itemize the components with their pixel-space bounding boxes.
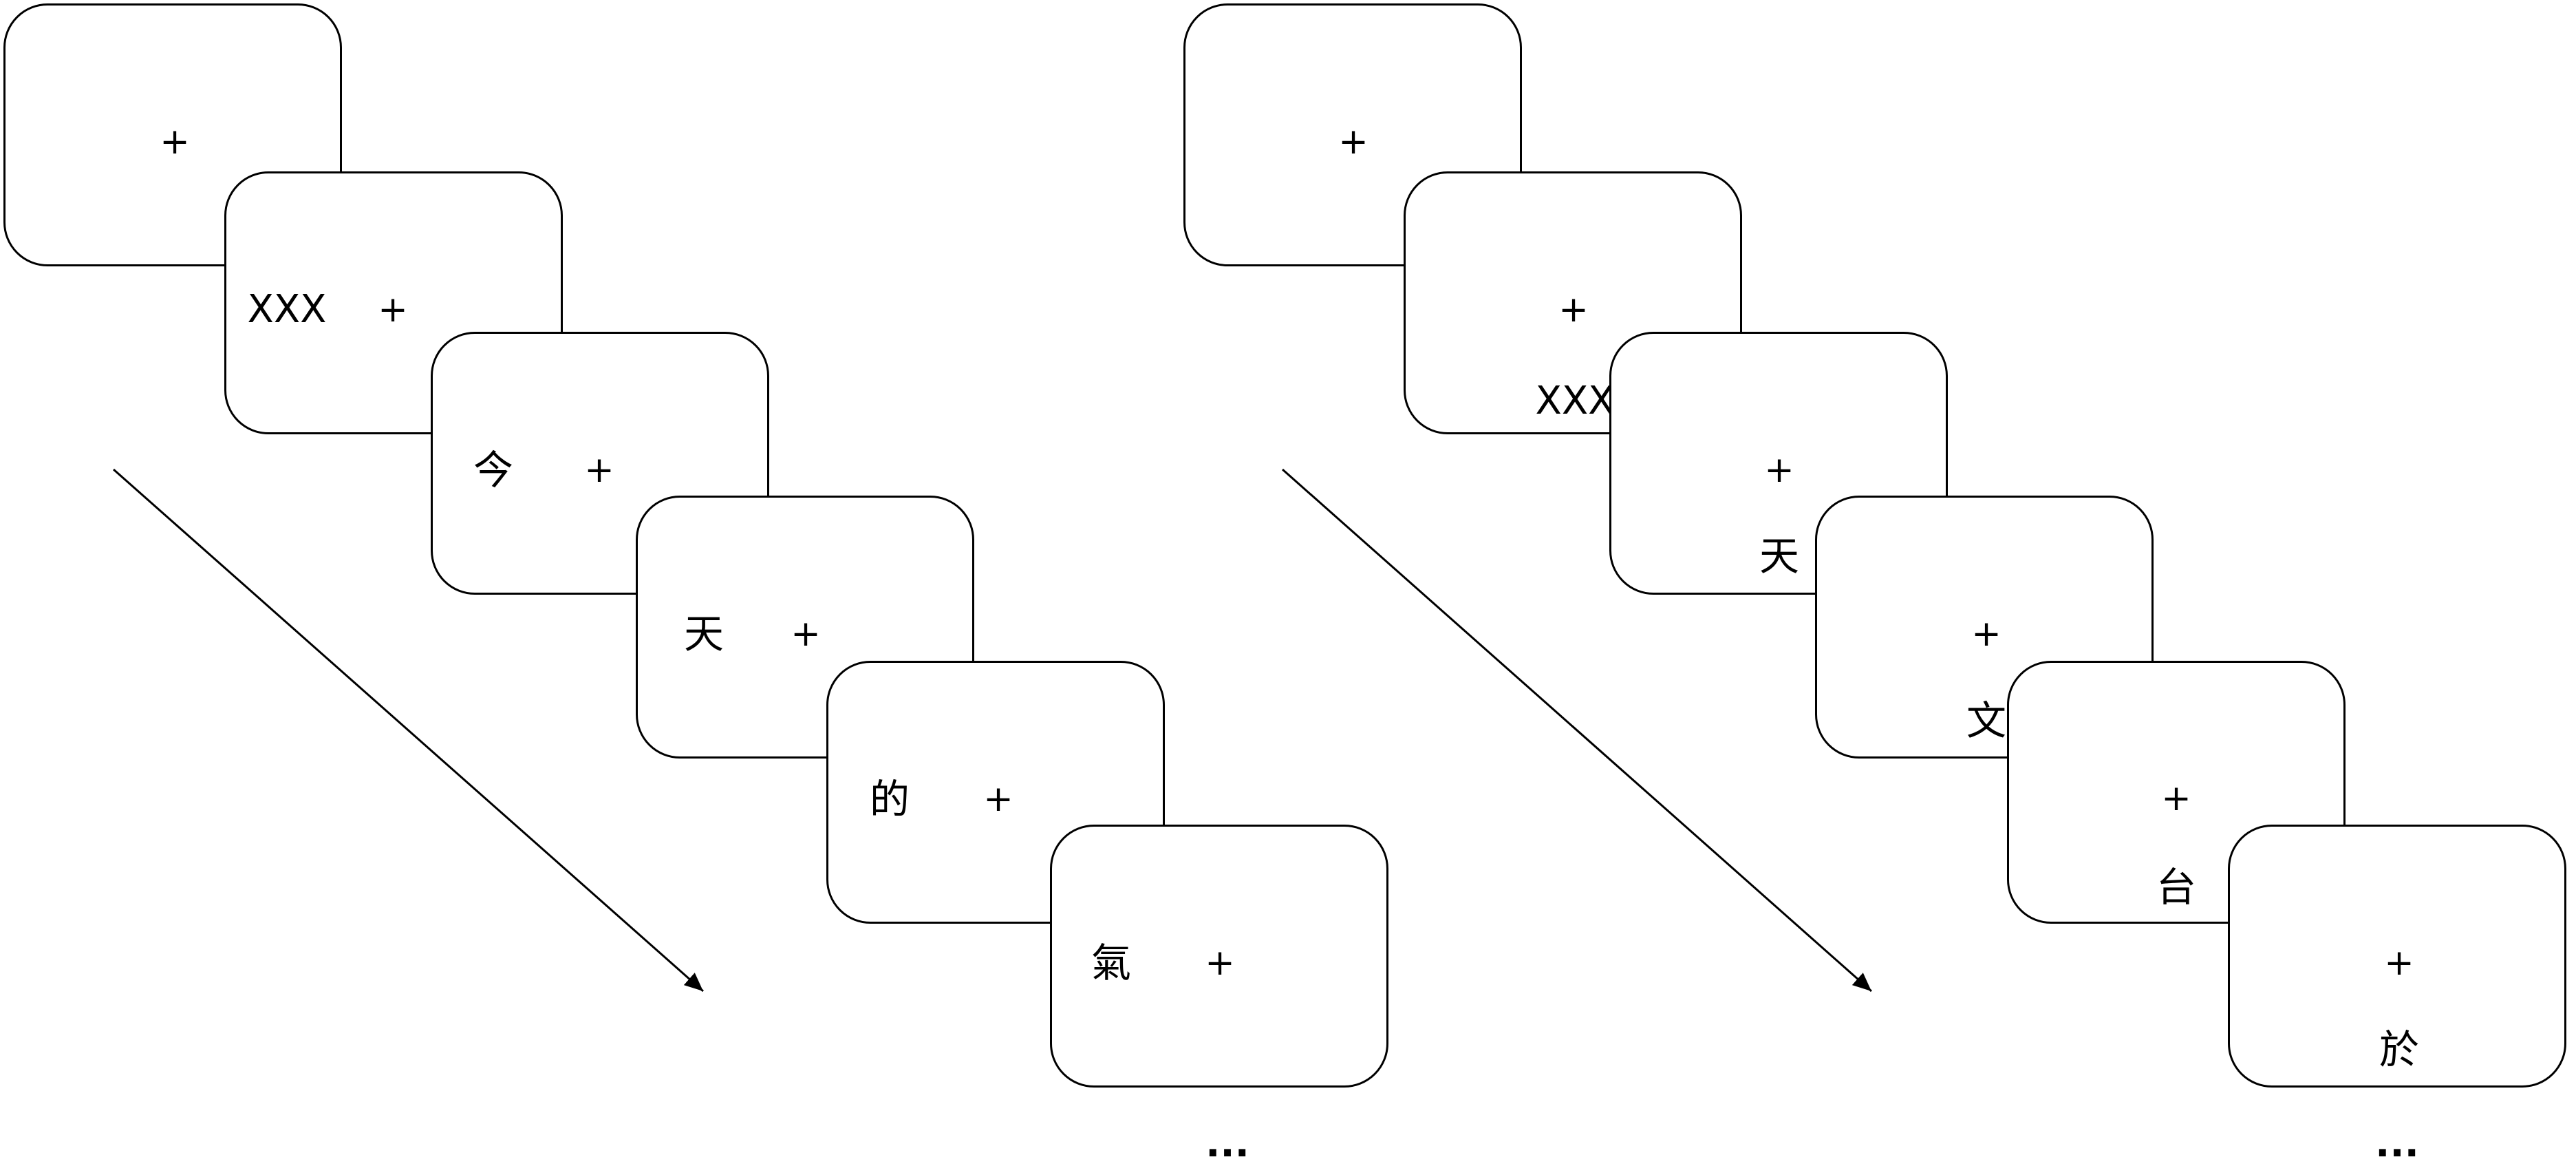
target-word: 天 — [1759, 533, 1800, 580]
target-word: 氣 — [1091, 940, 1132, 986]
target-word: 文 — [1966, 697, 2007, 744]
target-word: 的 — [869, 776, 910, 823]
mask-word: XXX — [247, 287, 327, 332]
frame-6: + 於 — [2228, 825, 2566, 1088]
fixation-cross: + — [1338, 121, 1368, 162]
target-word: 台 — [2156, 864, 2197, 911]
ellipsis: ... — [1205, 1121, 1249, 1166]
fixation-cross: + — [1764, 449, 1794, 491]
fixation-cross: + — [791, 613, 821, 655]
time-arrow-right — [1282, 468, 1872, 993]
time-arrow-left — [113, 468, 704, 993]
fixation-cross: + — [1205, 942, 1235, 984]
target-word: 今 — [473, 447, 514, 494]
fixation-cross: + — [2384, 942, 2414, 984]
fixation-cross: + — [2161, 778, 2191, 819]
frame-2: + XXX — [1404, 171, 1742, 434]
fixation-cross: + — [160, 121, 190, 162]
target-word: 天 — [683, 611, 724, 657]
ellipsis: ... — [2375, 1121, 2419, 1166]
fixation-cross: + — [378, 289, 408, 330]
fixation-cross: + — [983, 778, 1013, 820]
frame-6: 氣 + — [1050, 825, 1388, 1088]
fixation-cross: + — [1971, 613, 2001, 655]
frame-3: 今 + — [431, 332, 769, 595]
target-word: 於 — [2379, 1026, 2420, 1073]
fixation-cross: + — [1558, 289, 1589, 330]
mask-word: XXX — [1535, 379, 1615, 423]
fixation-cross: + — [584, 449, 614, 491]
